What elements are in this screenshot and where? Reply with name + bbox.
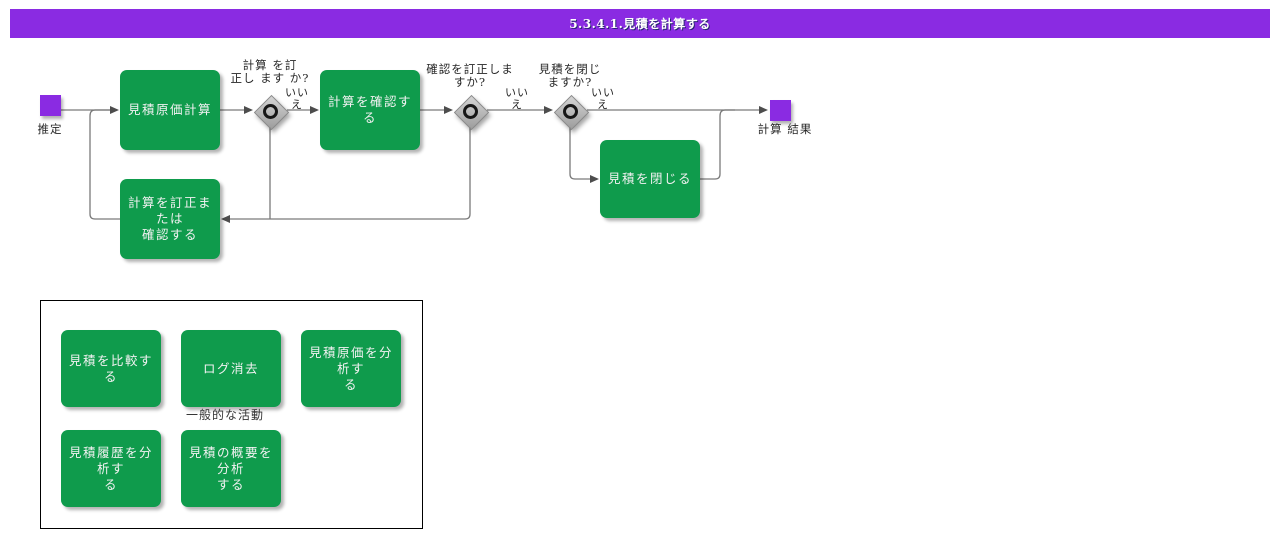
activity-label: 見積原価を分析す る bbox=[308, 344, 393, 392]
activity-analyze-estimate-summary[interactable]: 見積の概要を分析 する bbox=[181, 430, 281, 507]
activity-log-clear[interactable]: ログ消去 bbox=[181, 330, 281, 407]
diagram-title: 5.3.4.1.見積を計算する bbox=[569, 17, 711, 31]
activity-label: ログ消去 bbox=[202, 360, 259, 376]
gateway-correct-confirmation[interactable] bbox=[453, 94, 490, 131]
activity-correct-or-confirm[interactable]: 計算を訂正または 確認する bbox=[120, 179, 220, 259]
panel-title: 一般的な活動 bbox=[185, 408, 264, 422]
end-event-label: 計算 結果 bbox=[757, 122, 813, 136]
activity-label: 見積履歴を分析す る bbox=[68, 444, 153, 492]
gateway3-question-label: 見積を閉じ ますか? bbox=[538, 62, 602, 89]
activity-label: 見積を閉じる bbox=[607, 171, 692, 186]
gateway-ring-icon bbox=[563, 104, 578, 119]
gateway3-no-label: いい え bbox=[591, 86, 615, 111]
gateway-ring-icon bbox=[463, 104, 478, 119]
activity-label: 見積原価計算 bbox=[127, 102, 212, 117]
end-event-square[interactable] bbox=[770, 100, 791, 121]
activity-analyze-estimate-history[interactable]: 見積履歴を分析す る bbox=[61, 430, 161, 507]
activity-close-estimate[interactable]: 見積を閉じる bbox=[600, 140, 700, 218]
activity-estimate-cost[interactable]: 見積原価計算 bbox=[120, 70, 220, 150]
gateway-correct-calculation[interactable] bbox=[253, 94, 290, 131]
gateway1-no-label: いい え bbox=[285, 86, 309, 111]
gateway-close-estimate[interactable] bbox=[553, 94, 590, 131]
activity-confirm-calculation[interactable]: 計算を確認する bbox=[320, 70, 420, 150]
gateway1-question-label: 計算 を訂 正し ます か? bbox=[230, 58, 310, 85]
start-event-square[interactable] bbox=[40, 95, 61, 116]
gateway2-no-label: いい え bbox=[505, 86, 529, 111]
gateway2-question-label: 確認を訂正しま すか? bbox=[426, 62, 514, 89]
start-event-label: 推定 bbox=[37, 122, 63, 136]
diagram-title-bar: 5.3.4.1.見積を計算する bbox=[10, 9, 1270, 38]
activity-analyze-estimate-cost[interactable]: 見積原価を分析す る bbox=[301, 330, 401, 407]
activity-label: 見積を比較する bbox=[68, 352, 153, 384]
activity-label: 計算を確認する bbox=[327, 94, 412, 125]
gateway-ring-icon bbox=[263, 104, 278, 119]
activity-compare-estimates[interactable]: 見積を比較する bbox=[61, 330, 161, 407]
activity-label: 見積の概要を分析 する bbox=[188, 444, 273, 492]
activity-label: 計算を訂正または 確認する bbox=[127, 195, 212, 242]
